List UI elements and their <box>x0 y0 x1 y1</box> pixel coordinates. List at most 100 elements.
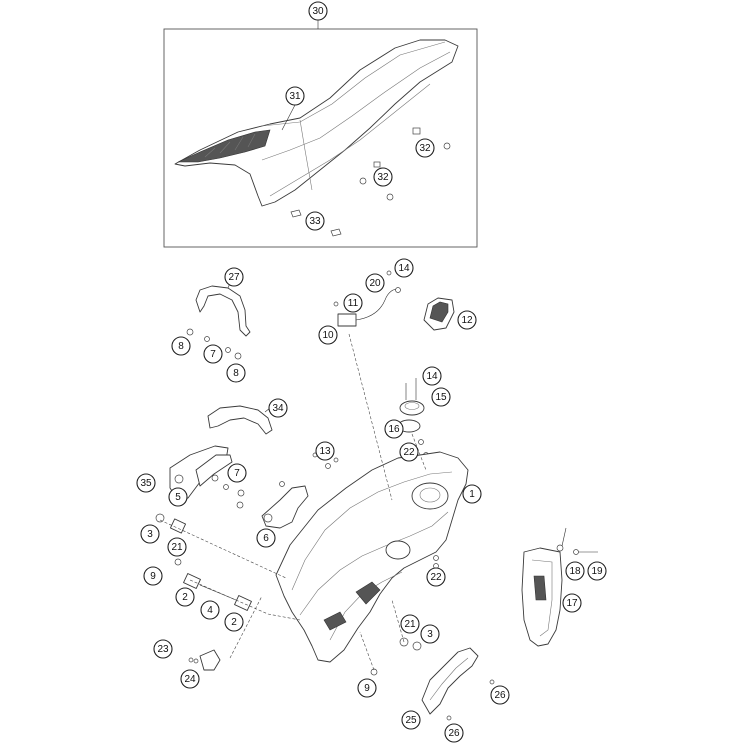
callout-7: 7 <box>203 344 223 364</box>
washer <box>556 544 564 552</box>
callout-8: 8 <box>226 363 246 383</box>
seat-assembly <box>163 20 478 248</box>
callout-circle <box>175 587 195 607</box>
callout-3: 3 <box>420 624 440 644</box>
callout-label: 5 <box>175 492 181 503</box>
callout-label: 13 <box>319 446 331 457</box>
callout-30: 30 <box>308 1 328 21</box>
callout-4: 4 <box>200 600 220 620</box>
callout-label: 14 <box>398 263 410 274</box>
callout-15: 15 <box>431 387 451 407</box>
callout-6: 6 <box>256 528 276 548</box>
cover-12-group <box>423 297 455 331</box>
callout-circle <box>200 600 220 620</box>
lower-bracket-edge <box>429 657 469 701</box>
callout-label: 30 <box>312 6 324 17</box>
callout-circle <box>315 441 335 461</box>
callout-circle <box>587 561 607 581</box>
side-panel-label <box>533 575 547 601</box>
callout-10: 10 <box>318 325 338 345</box>
callout-label: 21 <box>171 542 183 553</box>
callout-circle <box>308 1 328 21</box>
bolt <box>370 668 378 676</box>
rear-bracket <box>207 405 273 435</box>
callout-1: 1 <box>462 484 482 504</box>
nut <box>373 161 381 168</box>
callout-circle <box>384 419 404 439</box>
callout-label: 6 <box>263 533 269 544</box>
callout-label: 1 <box>469 489 475 500</box>
callout-label: 26 <box>448 728 460 739</box>
nut <box>236 501 244 509</box>
callout-circle <box>226 363 246 383</box>
seat-seam-cross <box>299 119 313 191</box>
callout-circle <box>394 258 414 278</box>
side-cover-inner <box>429 301 449 323</box>
seat-group-frame <box>163 28 478 248</box>
callout-14: 14 <box>394 258 414 278</box>
leader-31 <box>281 104 296 131</box>
callout-3: 3 <box>140 524 160 544</box>
callout-circle <box>285 86 305 106</box>
callout-label: 32 <box>377 172 389 183</box>
callout-label: 12 <box>461 315 473 326</box>
callout-label: 26 <box>494 690 506 701</box>
callout-circle <box>203 344 223 364</box>
tank-vent <box>323 611 347 631</box>
callout-circle <box>224 612 244 632</box>
panel-screw <box>561 527 567 547</box>
callout-21: 21 <box>167 537 187 557</box>
left-bracket-arm <box>195 454 233 487</box>
callout-circle <box>415 138 435 158</box>
assembly-line <box>229 595 263 659</box>
callout-label: 24 <box>184 674 196 685</box>
bolt-hole <box>263 513 273 523</box>
callout-25: 25 <box>401 710 421 730</box>
callout-layer: 3031323233278781420111012141534162213735… <box>136 1 607 743</box>
callout-8: 8 <box>171 336 191 356</box>
side-panel-group <box>521 527 598 647</box>
callout-13: 13 <box>315 441 335 461</box>
nut <box>418 439 424 445</box>
callout-circle <box>490 685 510 705</box>
screw <box>386 270 392 276</box>
tank-shadow <box>355 581 381 605</box>
callout-circle <box>365 273 385 293</box>
washer <box>204 336 210 342</box>
callout-circle <box>426 567 446 587</box>
callout-label: 20 <box>369 278 381 289</box>
seat-seam-side <box>261 51 451 161</box>
nut <box>433 555 439 561</box>
callout-label: 21 <box>404 619 416 630</box>
callout-34: 34 <box>268 398 288 418</box>
callout-label: 32 <box>419 143 431 154</box>
callout-circle <box>140 524 160 544</box>
pump-flange <box>399 400 425 416</box>
callout-circle <box>462 484 482 504</box>
tank-ridge <box>291 471 453 591</box>
callout-label: 23 <box>157 644 169 655</box>
tank-filler-inner <box>419 487 441 503</box>
callout-2: 2 <box>175 587 195 607</box>
callout-label: 22 <box>403 447 415 458</box>
clip <box>193 658 199 664</box>
callout-26: 26 <box>444 723 464 743</box>
callout-19: 19 <box>587 561 607 581</box>
callout-label: 25 <box>405 715 417 726</box>
nut <box>573 549 579 555</box>
callout-9: 9 <box>143 566 163 586</box>
callout-label: 17 <box>566 598 578 609</box>
callout-circle <box>562 593 582 613</box>
tank-filler <box>411 482 449 510</box>
bolt <box>174 474 184 484</box>
callout-label: 34 <box>272 403 284 414</box>
side-panel-edge <box>531 559 553 637</box>
callout-label: 7 <box>210 349 216 360</box>
assembly-lines <box>159 333 427 671</box>
callout-27: 27 <box>224 267 244 287</box>
callout-circle <box>305 211 325 231</box>
clip <box>188 657 194 663</box>
fitting-group <box>188 649 221 671</box>
right-bracket <box>261 485 309 529</box>
callout-label: 35 <box>140 478 152 489</box>
